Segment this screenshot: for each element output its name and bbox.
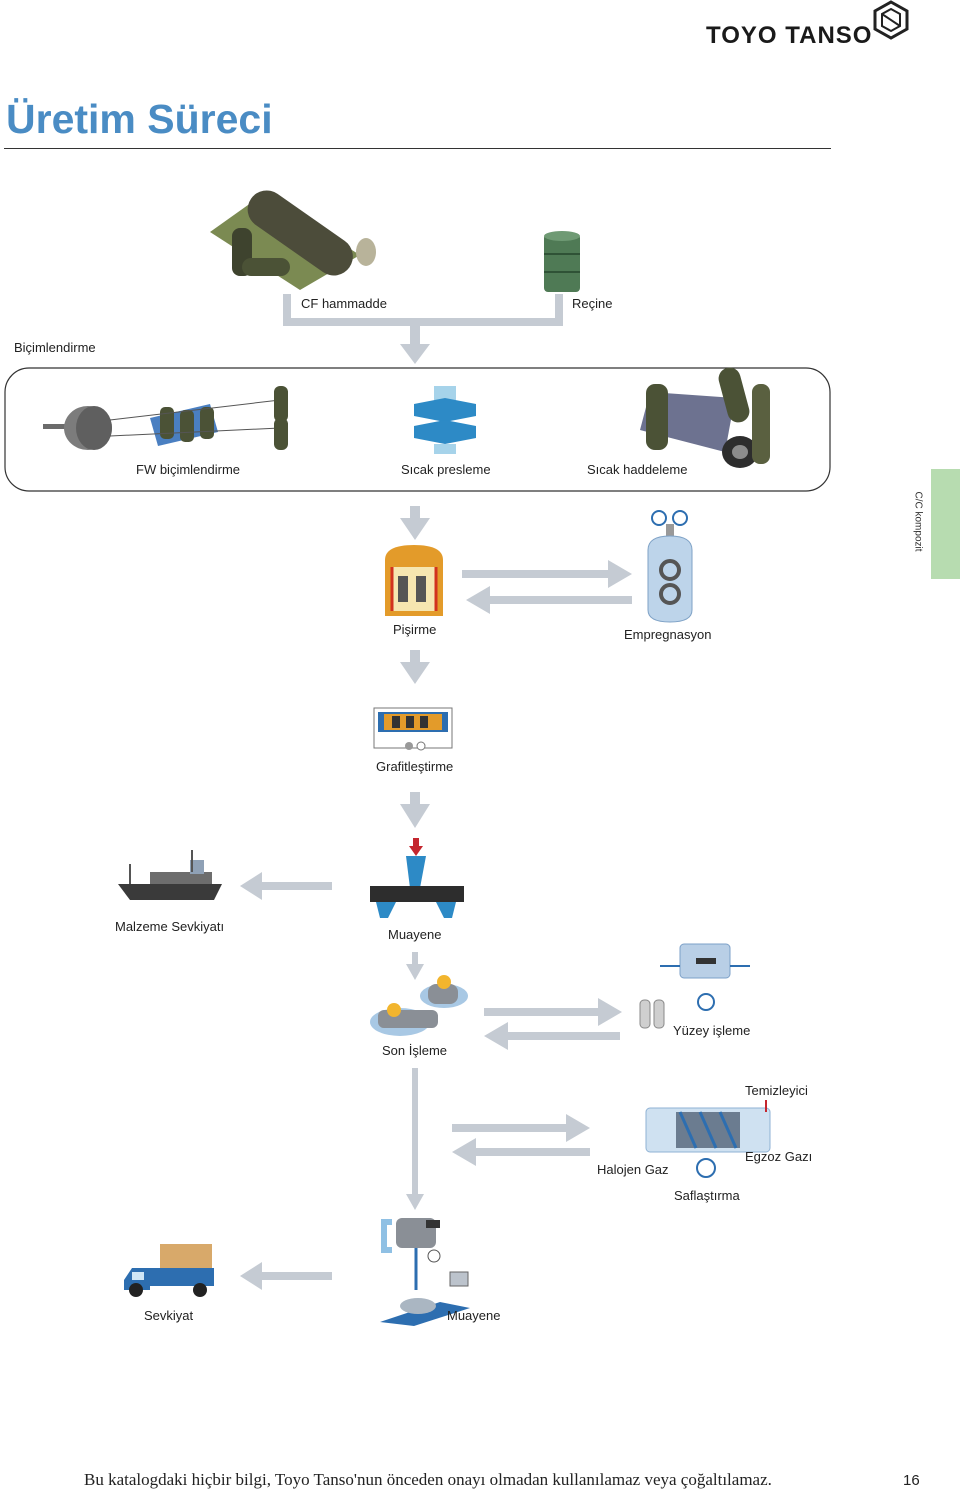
exchange-arrows [462,560,632,614]
arrow-left [240,1262,332,1290]
fw-forming-icon [43,386,288,450]
label-forming: Biçimlendirme [14,340,96,355]
arrow-down [400,506,430,540]
hot-press-icon [414,386,476,454]
baking-furnace-icon [385,545,443,616]
inspection-press-icon [370,838,464,918]
title-divider [4,148,831,149]
ship-icon [118,850,222,900]
footer-disclaimer: Bu katalogdaki hiçbir bilgi, Toyo Tanso'… [84,1470,772,1489]
hot-roll-icon [640,367,770,468]
machining-icon [370,975,468,1036]
arrow-left [240,872,332,900]
page-number: 16 [903,1472,920,1489]
forming-box [4,367,831,492]
cf-roll-icon [210,190,376,290]
resin-drum-icon [544,231,580,292]
hexagon-logo-icon [873,0,909,40]
arrow-down [400,792,430,828]
label-impregnation: Empregnasyon [624,627,712,642]
label-resin: Reçine [572,296,613,311]
graphitization-furnace-icon [373,707,453,751]
arrow-down [400,650,430,684]
arrow-down [406,1068,424,1210]
inspection-station-icon [380,1218,470,1326]
impregnation-vessel-icon [647,510,693,623]
label-inspection: Muayene [388,927,442,942]
label-scrubber: Temizleyici [745,1083,808,1098]
page-title: Üretim Süreci [6,96,273,142]
label-material-shipping: Malzeme Sevkiyatı [115,919,225,934]
merge-arrow [283,294,563,364]
label-surface-treatment: Yüzey işleme [673,1023,751,1038]
label-cf-raw-material: CF hammadde [301,296,387,311]
label-hot-roll: Sıcak haddeleme [587,462,688,477]
label-inspection-2: Muayene [447,1308,501,1323]
brand-name: TOYO TANSO [706,22,873,49]
exchange-arrows [452,1114,590,1166]
surface-treatment-icon [639,943,750,1029]
label-shipping: Sevkiyat [144,1308,194,1323]
side-tab [931,469,960,579]
label-machining: Son İşleme [382,1043,448,1058]
label-hot-press: Sıcak presleme [401,462,491,477]
label-halogen-gas: Halojen Gaz [597,1162,669,1177]
label-graphitization: Grafitleştirme [376,759,454,774]
truck-icon [124,1244,214,1297]
exchange-arrows [484,998,622,1050]
label-fw-forming: FW biçimlendirme [136,462,241,477]
label-exhaust-gas: Egzoz Gazı [745,1149,813,1164]
label-baking: Pişirme [393,622,437,637]
purification-icon [645,1100,771,1178]
arrow-down [406,952,424,980]
label-purification: Saflaştırma [674,1188,740,1203]
side-tab-label: C/C kompozit [912,491,924,552]
